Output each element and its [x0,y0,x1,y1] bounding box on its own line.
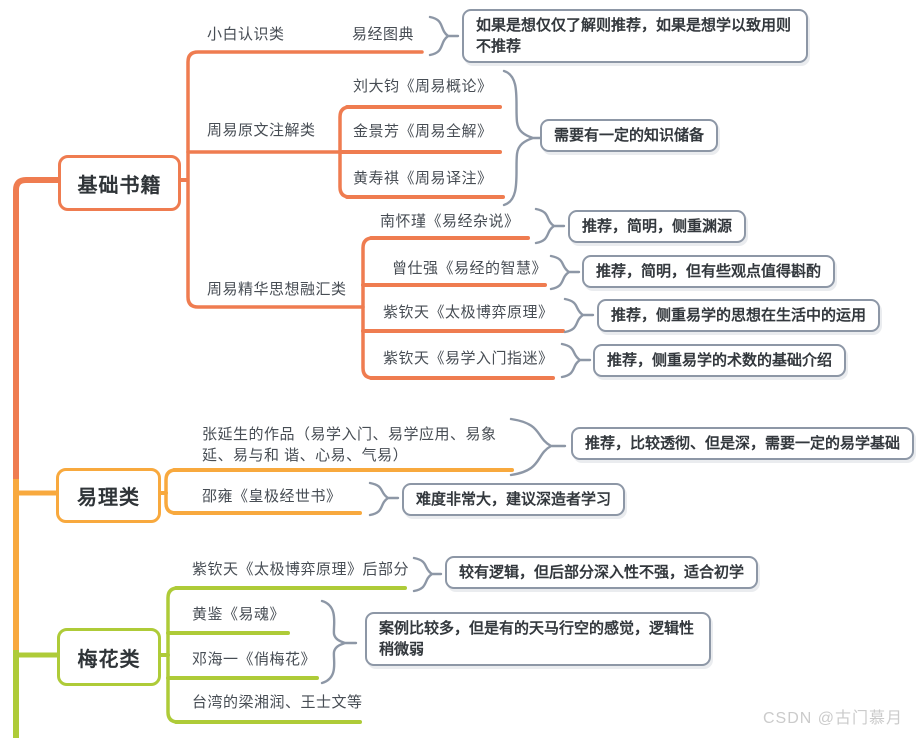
trunk-meihua [13,650,62,738]
topic-basic-books[interactable]: 基础书籍 [58,155,181,211]
note-zhangyansheng[interactable]: 推荐，比较透彻、但是深，需要一定的易学基础 [571,427,915,460]
node-yijing-tudian[interactable]: 易经图典 [352,26,415,43]
branches-meihua [153,586,407,724]
node-zhujie-class[interactable]: 周易原文注解类 [207,122,316,139]
brace-nanhuaijin [534,207,566,245]
node-huangshouqi[interactable]: 黄寿祺《周易译注》 [353,170,493,187]
node-shaoyong[interactable]: 邵雍《皇极经世书》 [202,488,342,505]
note-ziqintian-taiji[interactable]: 推荐，侧重易学的思想在生活中的运用 [597,299,881,332]
note-zengshiqiang[interactable]: 推荐，简明，但有些观点值得斟酌 [582,255,836,288]
brace-meihua-group [320,599,358,685]
brace-ziqintian-yixue [560,342,592,379]
node-zengshiqiang[interactable]: 曾仕强《易经的智慧》 [392,260,548,277]
note-nanhuaijin[interactable]: 推荐，简明，侧重渊源 [568,210,747,243]
topic-yili[interactable]: 易理类 [56,468,161,523]
node-jinghua-class[interactable]: 周易精华思想融汇类 [207,281,347,298]
node-huangjian[interactable]: 黄鉴《易魂》 [192,606,286,623]
node-ziqintian-yixue[interactable]: 紫钦天《易学入门指迷》 [383,350,554,367]
note-books-group[interactable]: 需要有一定的知识储备 [540,119,719,152]
brace-zhangyansheng [509,417,567,477]
brace-zengshiqiang [549,254,581,291]
brace-books-group [502,69,543,207]
node-liudajun[interactable]: 刘大钧《周易概论》 [353,78,493,95]
brace-houbufen [412,556,443,593]
note-ziqintian-yixue[interactable]: 推荐，侧重易学的术数的基础介绍 [593,344,847,377]
callout-braces [320,15,595,685]
node-ziqintian-taiji[interactable]: 紫钦天《太极博弈原理》 [383,304,554,321]
trunk-yili [13,479,61,653]
note-meihua-group[interactable]: 案例比较多，但是有的天马行空的感觉，逻辑性稍微弱 [365,612,711,666]
note-taiji-houbufen[interactable]: 较有逻辑，但后部分深入性不强，适合初学 [445,556,759,589]
topic-meihua[interactable]: 梅花类 [57,628,161,686]
node-taiji-houbufen[interactable]: 紫钦天《太极博弈原理》后部分 [192,561,410,578]
trunk-basic [13,177,188,482]
brace-yijingtudian [428,15,460,57]
node-xiaobai-class[interactable]: 小白认识类 [207,26,285,43]
note-yijing-tudian[interactable]: 如果是想仅仅了解则推荐，如果是想学以致用则不推荐 [462,9,808,63]
brace-ziqintian-taiji [563,297,595,334]
node-taiwan-authors[interactable]: 台湾的梁湘润、王士文等 [192,694,363,711]
node-denghaiyi[interactable]: 邓海一《俏梅花》 [192,651,317,668]
watermark: CSDN @古门慕月 [762,710,903,727]
branches-basic [186,50,565,380]
node-jinjingfang[interactable]: 金景芳《周易全解》 [353,123,493,140]
note-shaoyong[interactable]: 难度非常大，建议深造者学习 [402,483,626,516]
brace-shaoyong [368,481,400,517]
node-zhangyansheng[interactable]: 张延生的作品（易学入门、易学应用、易象延、易与和 谐、心易、气易） [202,426,497,464]
node-nanhuaijin[interactable]: 南怀瑾《易经杂说》 [380,213,520,230]
